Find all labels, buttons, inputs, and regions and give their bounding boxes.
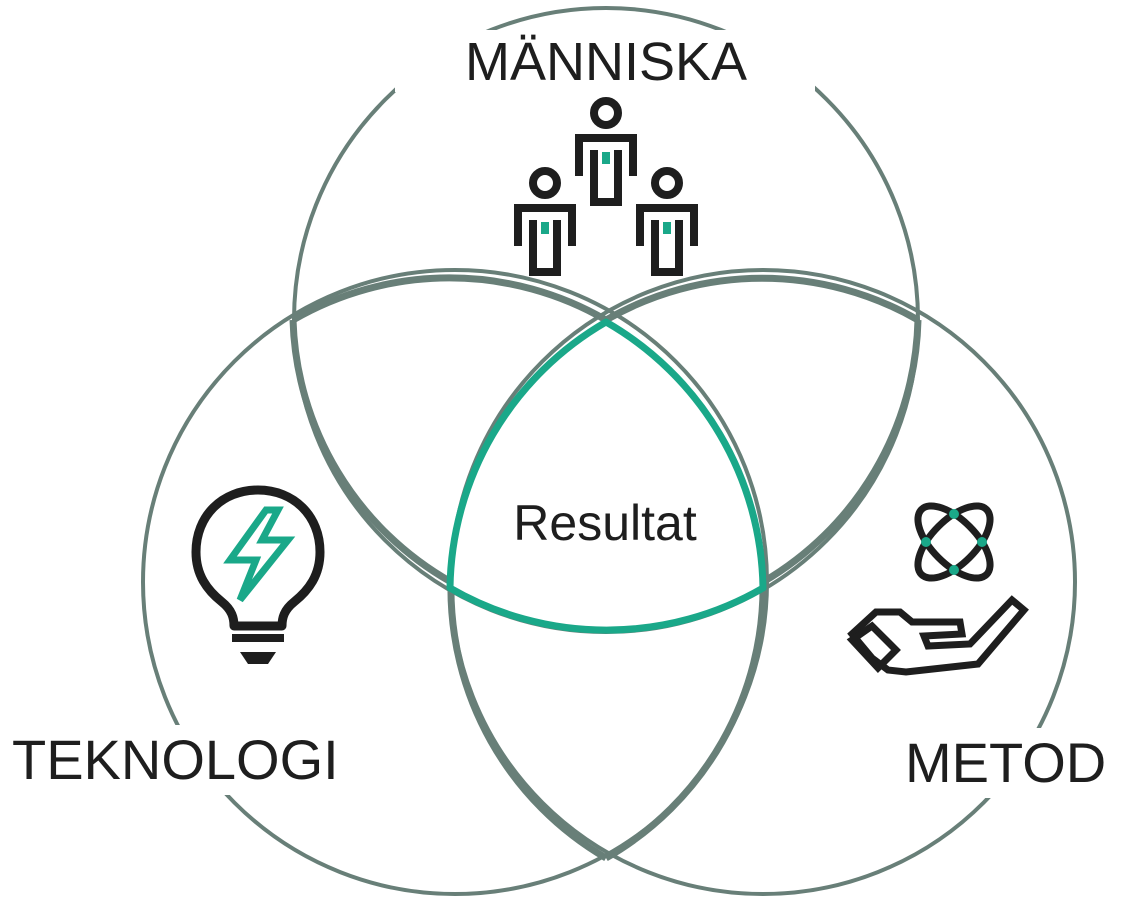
lens-technology-method-right xyxy=(604,581,767,862)
result-region xyxy=(446,318,767,634)
label-technology: TEKNOLOGI xyxy=(12,728,339,791)
label-human-backdrop xyxy=(395,30,815,92)
label-method: METOD xyxy=(905,731,1107,794)
label-human: MÄNNISKA xyxy=(464,32,748,92)
lightbulb-icon xyxy=(191,485,325,664)
lens-human-technology-side xyxy=(289,319,453,586)
label-technology-backdrop xyxy=(10,725,382,795)
lens-human-method-side xyxy=(761,319,922,586)
lens-human-technology-top xyxy=(291,274,608,324)
label-method-backdrop xyxy=(900,728,1122,798)
people-icon xyxy=(514,97,698,276)
lens-technology-method-left xyxy=(447,581,608,862)
hand-atom-icon xyxy=(846,502,1029,676)
lens-human-method-top xyxy=(604,274,920,324)
label-result: Resultat xyxy=(513,495,697,551)
